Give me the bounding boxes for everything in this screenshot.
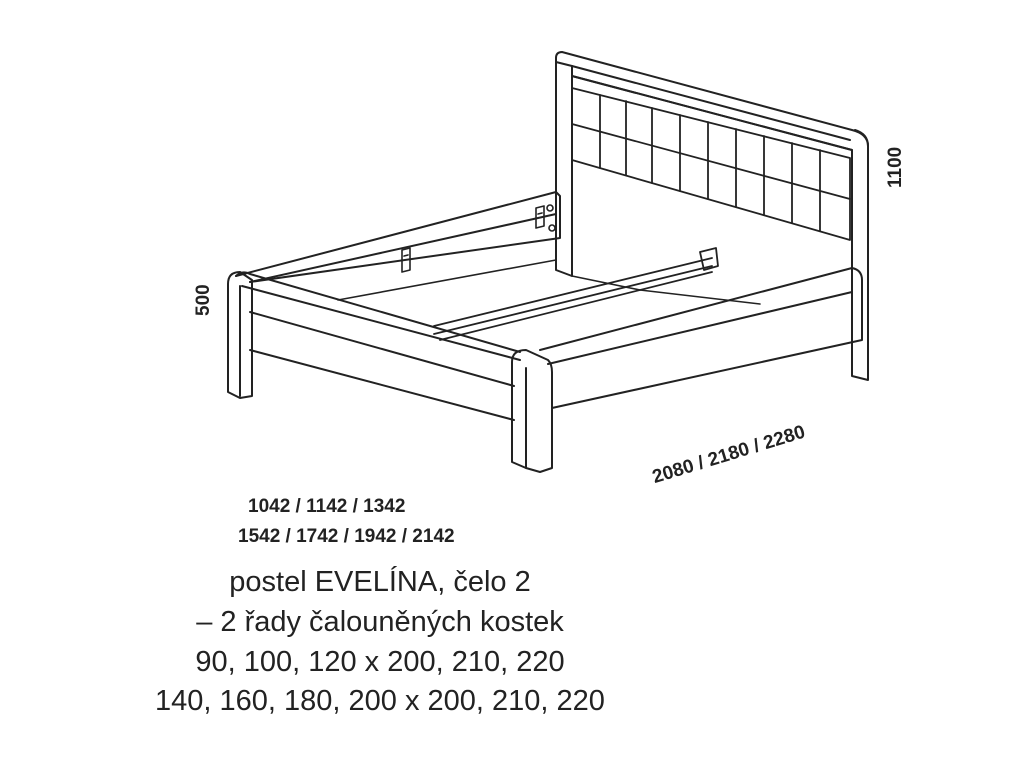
foot-post-right [511,349,553,473]
dimension-width-line-1: 1042 / 1142 / 1342 [248,496,406,517]
upholstered-panel [571,87,851,241]
side-rail-right [539,267,863,409]
fitting-bracket [401,204,556,273]
dimension-foot-height: 500 [193,284,214,316]
support-slat [433,247,719,341]
frame-inner-edges [337,259,761,305]
caption-sizes-1: 90, 100, 120 x 200, 210, 220 [195,646,565,678]
dimension-head-height: 1100 [885,146,906,188]
side-rail-left [235,191,561,283]
foot-post-left [227,271,253,399]
footboard [235,271,521,421]
dimension-width-line-2: 1542 / 1742 / 1942 / 2142 [238,526,455,547]
caption-variant: – 2 řady čalouněných kostek [196,606,564,638]
caption-product-name: postel EVELÍNA, čelo 2 [229,566,531,598]
headboard [555,51,869,381]
caption-sizes-2: 140, 160, 180, 200 x 200, 210, 220 [155,685,605,717]
